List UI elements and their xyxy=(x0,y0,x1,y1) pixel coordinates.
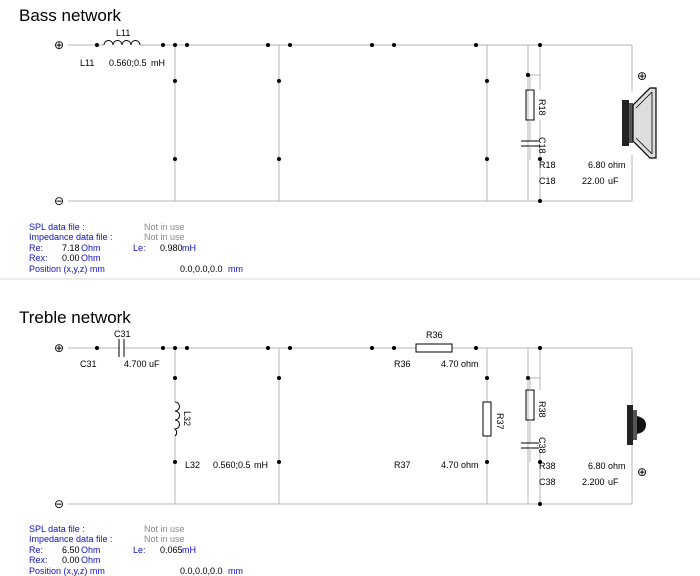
bass-branch-wires xyxy=(174,45,541,201)
bass-re-unit: Ohm xyxy=(81,243,101,253)
treble-driver-info: SPL data file : Not in use Impedance dat… xyxy=(29,524,243,576)
tweeter-speaker-icon[interactable] xyxy=(627,405,646,445)
treble-capacitor-c31[interactable] xyxy=(118,339,125,357)
treble-nodes xyxy=(95,346,542,506)
bass-le-value: 0.980 xyxy=(160,243,183,253)
bass-c18-unit: uF xyxy=(608,176,619,186)
bass-c18-value: 22.00 xyxy=(582,176,605,186)
treble-le-label: Le: xyxy=(133,545,146,555)
treble-branch-wires xyxy=(174,348,541,504)
treble-c38-label: C38 xyxy=(537,437,547,454)
bass-r18-name: R18 xyxy=(539,160,556,170)
treble-c31-name: C31 xyxy=(80,359,97,369)
bass-position-unit: mm xyxy=(228,264,243,274)
bass-resistor-r18[interactable] xyxy=(525,89,535,121)
bass-rex-label: Rex: xyxy=(29,253,48,263)
treble-l32-name: L32 xyxy=(185,460,200,470)
treble-resistor-r36[interactable] xyxy=(415,343,453,353)
treble-c31-value: 4.700 xyxy=(124,359,147,369)
bass-r18-value: 6.80 xyxy=(588,160,606,170)
treble-input-plus-terminal[interactable]: ⊕ xyxy=(54,341,64,355)
bass-position-value: 0.0,0.0,0.0 xyxy=(180,264,223,274)
treble-input-minus-terminal[interactable]: ⊖ xyxy=(54,497,64,511)
treble-c31-label: C31 xyxy=(114,329,131,339)
bass-top-wire xyxy=(68,44,633,92)
treble-re-unit: Ohm xyxy=(81,545,101,555)
bass-network: Bass network ⊕ ⊖ L11 xyxy=(19,6,657,274)
woofer-plus-terminal: ⊕ xyxy=(637,69,647,83)
treble-re-value: 6.50 xyxy=(62,545,80,555)
treble-r37-label: R37 xyxy=(495,413,505,430)
bass-re-value: 7.18 xyxy=(62,243,80,253)
treble-impedance-value: Not in use xyxy=(144,534,185,544)
bass-l11-name: L11 xyxy=(80,58,94,68)
treble-c38-unit: uF xyxy=(608,477,619,487)
treble-r36-unit: ohm xyxy=(461,359,479,369)
treble-network: Treble network ⊕ ⊖ xyxy=(19,308,647,576)
treble-r36-value: 4.70 xyxy=(441,359,459,369)
treble-impedance-label: Impedance data file : xyxy=(29,534,113,544)
bass-c18-label: C18 xyxy=(537,137,547,154)
bass-r18-label: R18 xyxy=(537,99,547,116)
treble-c31-unit: uF xyxy=(149,359,160,369)
bass-l11-unit: mH xyxy=(151,58,165,68)
treble-r36-name: R36 xyxy=(394,359,411,369)
treble-r36-label: R36 xyxy=(426,330,443,340)
treble-rex-unit: Ohm xyxy=(81,555,101,565)
bass-position-label: Position (x,y,z) mm xyxy=(29,264,105,274)
treble-r38-value: 6.80 xyxy=(588,461,606,471)
tweeter-plus-terminal: ⊕ xyxy=(637,465,647,479)
bass-capacitor-c18[interactable] xyxy=(521,140,539,160)
treble-position-value: 0.0,0.0,0.0 xyxy=(180,566,223,576)
treble-r38-name: R38 xyxy=(539,461,556,471)
treble-r38-label: R38 xyxy=(537,401,547,418)
bass-nodes xyxy=(95,43,542,203)
treble-capacitor-c38[interactable] xyxy=(521,442,539,462)
treble-le-unit: mH xyxy=(182,545,196,555)
treble-l32-label: L32 xyxy=(182,411,192,426)
bass-r18-unit: ohm xyxy=(608,160,626,170)
treble-r38-unit: ohm xyxy=(608,461,626,471)
bass-c18-name: C18 xyxy=(539,176,556,186)
bass-inductor-l11[interactable] xyxy=(103,40,141,46)
woofer-speaker-icon[interactable] xyxy=(622,87,657,159)
treble-bottom-wire xyxy=(68,445,633,505)
treble-inductor-l32[interactable] xyxy=(173,401,180,437)
treble-r37-value: 4.70 xyxy=(441,460,459,470)
bass-rex-value: 0.00 xyxy=(62,253,80,263)
bass-re-label: Re: xyxy=(29,243,43,253)
treble-re-label: Re: xyxy=(29,545,43,555)
bass-impedance-value: Not in use xyxy=(144,232,185,242)
bass-impedance-label: Impedance data file : xyxy=(29,232,113,242)
bass-le-label: Le: xyxy=(133,243,146,253)
treble-r37-unit: ohm xyxy=(461,460,479,470)
treble-position-unit: mm xyxy=(228,566,243,576)
bass-le-unit: mH xyxy=(182,243,196,253)
bass-input-minus-terminal[interactable]: ⊖ xyxy=(54,194,64,208)
treble-rex-value: 0.00 xyxy=(62,555,80,565)
treble-le-value: 0.065 xyxy=(160,545,183,555)
bass-network-title: Bass network xyxy=(19,6,122,25)
bass-input-plus-terminal[interactable]: ⊕ xyxy=(54,38,64,52)
bass-rex-unit: Ohm xyxy=(81,253,101,263)
treble-resistor-r38[interactable] xyxy=(525,389,535,421)
treble-rex-label: Rex: xyxy=(29,555,48,565)
treble-spl-label: SPL data file : xyxy=(29,524,85,534)
treble-l32-value: 0.560;0.5 xyxy=(213,460,251,470)
bass-l11-value: 0.560;0.5 xyxy=(109,58,147,68)
treble-r37-name: R37 xyxy=(394,460,411,470)
bass-driver-info: SPL data file : Not in use Impedance dat… xyxy=(29,222,243,274)
treble-network-title: Treble network xyxy=(19,308,131,327)
treble-spl-value: Not in use xyxy=(144,524,185,534)
bass-spl-value: Not in use xyxy=(144,222,185,232)
bass-spl-label: SPL data file : xyxy=(29,222,85,232)
treble-c38-value: 2.200 xyxy=(582,477,605,487)
treble-position-label: Position (x,y,z) mm xyxy=(29,566,105,576)
treble-l32-unit: mH xyxy=(254,460,268,470)
treble-c38-name: C38 xyxy=(539,477,556,487)
bass-l11-label: L11 xyxy=(116,28,130,38)
treble-top-wire xyxy=(68,347,633,405)
treble-resistor-r37[interactable] xyxy=(482,401,492,437)
